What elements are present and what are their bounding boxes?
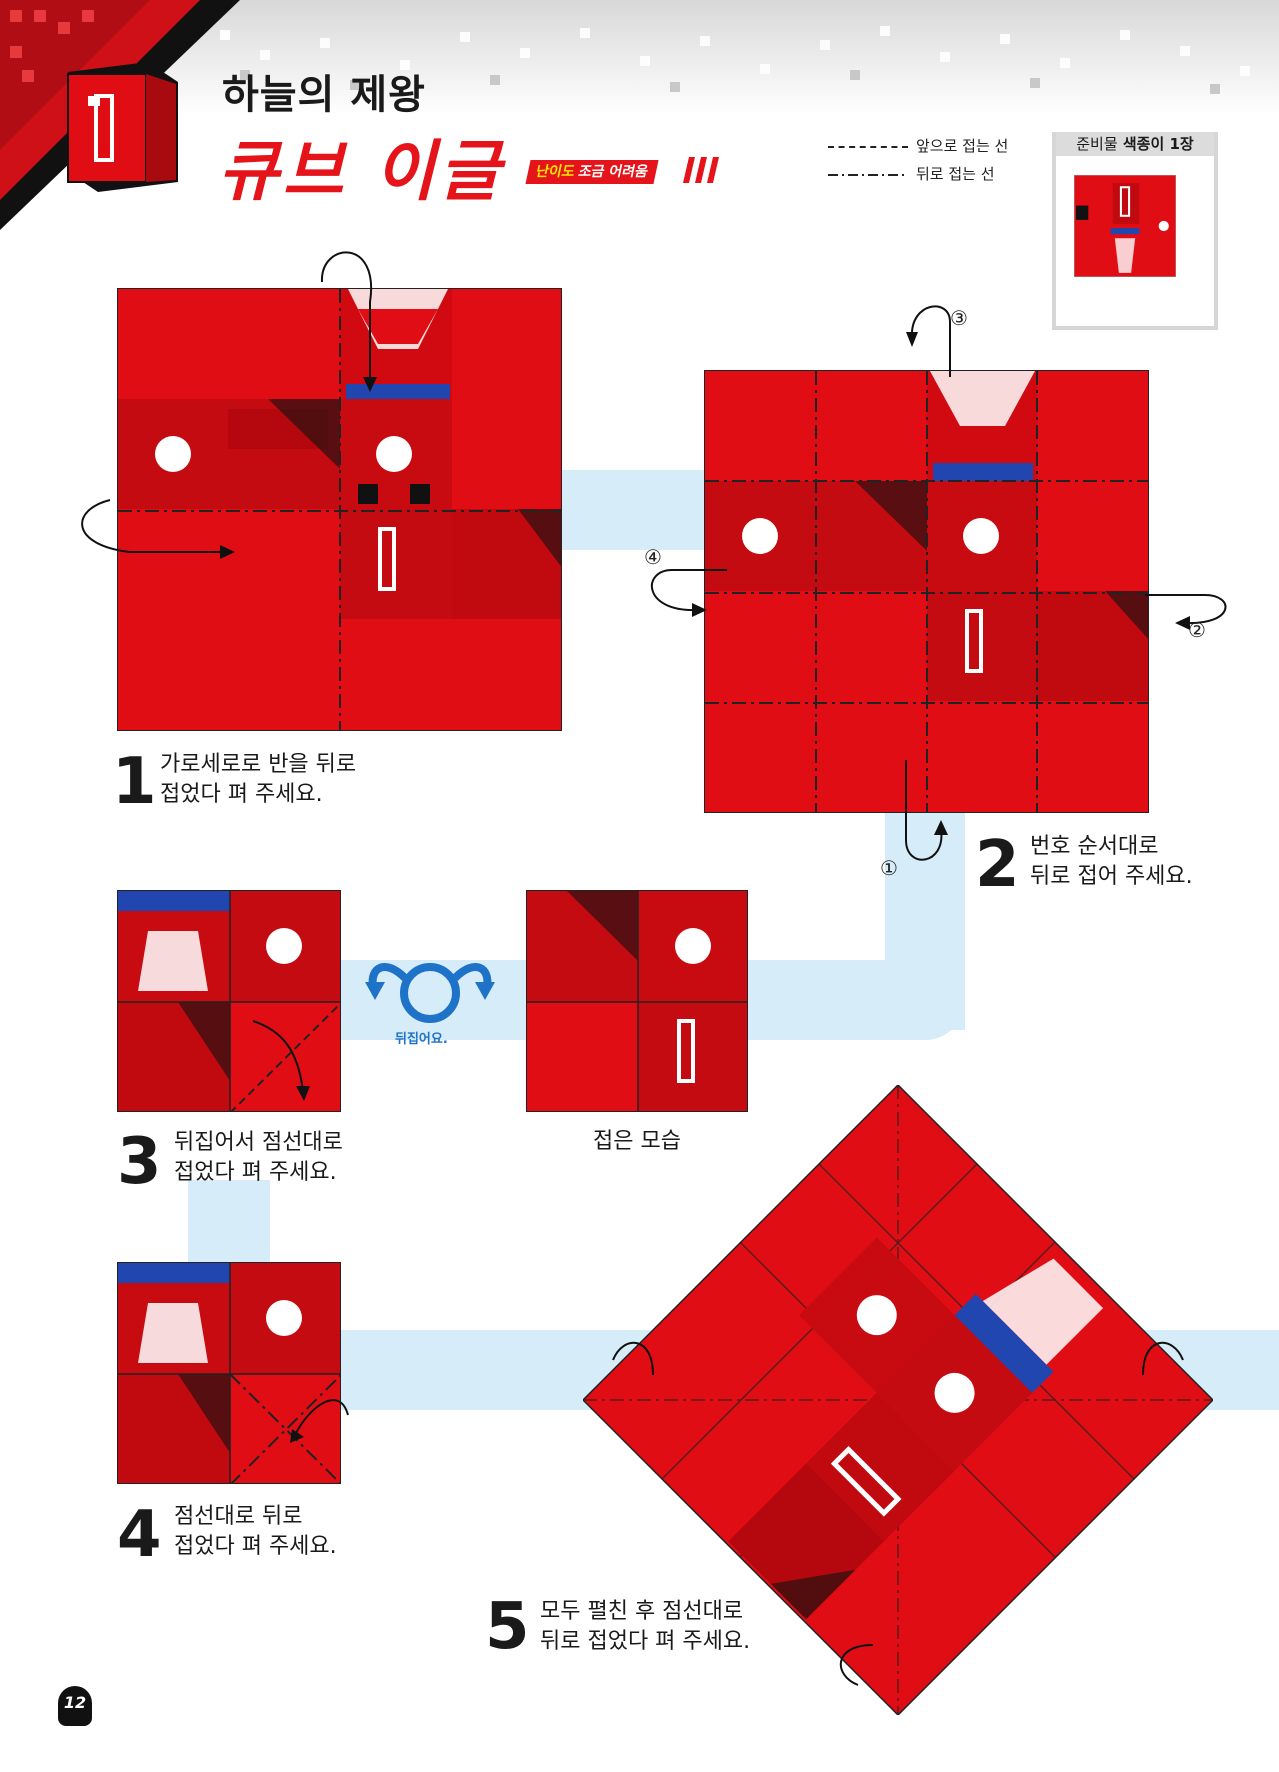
folded-view-diagram bbox=[526, 890, 748, 1112]
step5-number: 5 bbox=[485, 1590, 530, 1664]
fold-back-arrow bbox=[81, 499, 235, 559]
difficulty-badge: 난이도조금 어려움 bbox=[525, 160, 659, 184]
step1-number: 1 bbox=[112, 745, 157, 819]
flip-label: 뒤집어요. bbox=[395, 1032, 448, 1047]
step2-number: 2 bbox=[975, 828, 1020, 902]
legend-front-fold: 앞으로 접는 선 bbox=[828, 135, 1008, 156]
corner-stripe-decoration bbox=[0, 0, 240, 230]
order-mark-3: ③ bbox=[950, 306, 968, 330]
folded-caption: 접은 모습 bbox=[593, 1129, 681, 1154]
step1-diagram bbox=[117, 288, 562, 731]
subtitle: 하늘의 제왕 bbox=[222, 72, 426, 118]
flip-arrows-icon bbox=[365, 963, 495, 1023]
order-mark-2: ② bbox=[1188, 618, 1206, 642]
difficulty-value: 조금 어려움 bbox=[576, 164, 650, 180]
difficulty-label: 난이도 bbox=[534, 164, 577, 180]
paper-thumbnail bbox=[1074, 175, 1176, 277]
fold-back-arrow bbox=[290, 1399, 349, 1443]
step3-number: 3 bbox=[117, 1125, 162, 1199]
legend-back-fold: 뒤로 접는 선 bbox=[828, 165, 995, 183]
step5-diagram bbox=[583, 1085, 1213, 1715]
fold-arrow-4 bbox=[650, 569, 727, 617]
page-title: 큐브 이글 bbox=[218, 133, 504, 210]
guide-path bbox=[540, 470, 720, 550]
step4-diagram bbox=[117, 1262, 341, 1484]
pixel-decoration bbox=[220, 26, 1250, 94]
materials-title: 준비물 색종이 1장 bbox=[1052, 132, 1218, 156]
materials-box bbox=[1052, 132, 1218, 330]
step4-number: 4 bbox=[117, 1498, 162, 1572]
fold-arrow-1 bbox=[905, 760, 948, 861]
fold-back-arrow bbox=[320, 251, 377, 392]
page-number: 12 bbox=[58, 1686, 92, 1726]
step2-diagram bbox=[704, 370, 1149, 813]
slash-decoration bbox=[683, 157, 719, 183]
fold-arrow-3 bbox=[906, 305, 951, 377]
fold-arrow-2 bbox=[1145, 594, 1227, 630]
order-mark-1: ① bbox=[880, 856, 898, 880]
order-mark-4: ④ bbox=[644, 545, 662, 569]
step3-diagram bbox=[117, 890, 341, 1112]
